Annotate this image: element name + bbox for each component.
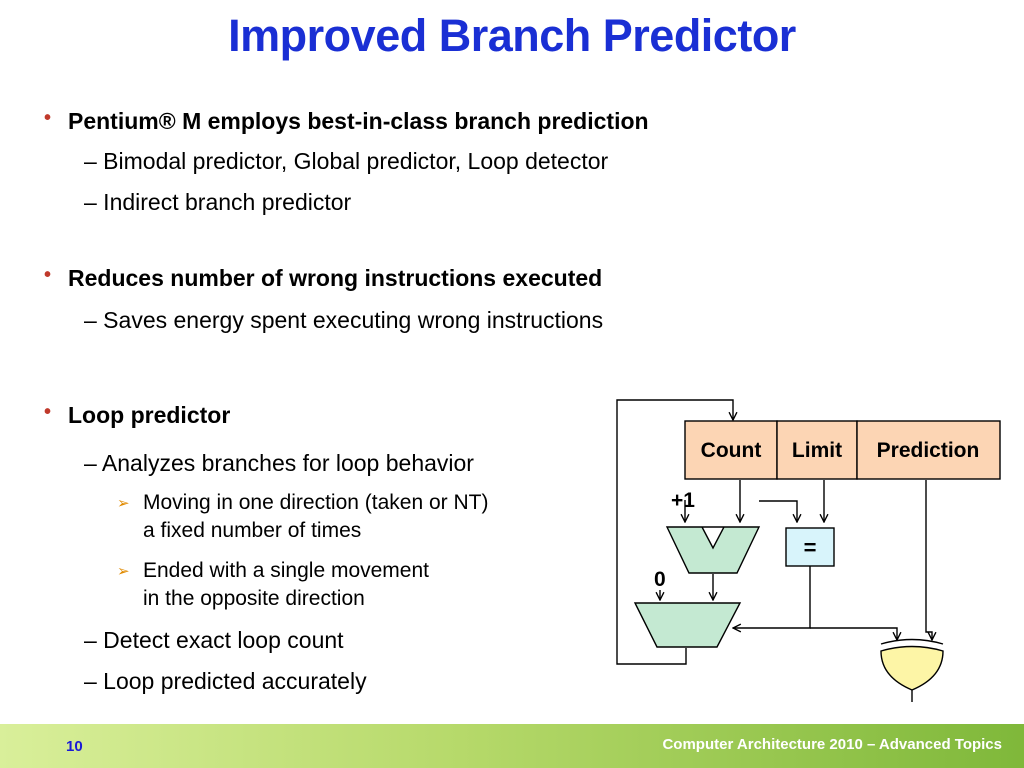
bullet-1: • Pentium® M employs best-in-class branc… [44,107,649,135]
bullet-1-text: Pentium® M employs best-in-class branch … [68,108,649,134]
course-title: Computer Architecture 2010 – Advanced To… [662,736,1002,753]
subsub-2-line-2: in the opposite direction [143,587,365,610]
bullet-3-subsub-2: ➢ Ended with a single movement in the op… [117,557,429,613]
comparator-block [785,527,835,567]
bullet-dot-icon: • [44,264,52,286]
field-count-label: Count [701,439,762,462]
page-number: 10 [66,738,83,755]
comparator-label: = [804,535,817,560]
bullet-1-sub-2: – Indirect branch predictor [84,189,352,215]
slide-title: Improved Branch Predictor [228,10,796,61]
register-prediction-field [856,420,1001,480]
bullet-2-sub-1: – Saves energy spent executing wrong ins… [84,307,604,333]
diagram-wires [616,399,932,702]
footer-bar: 10 Computer Architecture 2010 – Advanced… [0,724,1024,768]
plus-one-label: +1 [671,489,695,512]
bullet-3-sub-2: – Detect exact loop count [84,627,344,653]
loop-predictor-diagram: Count Limit Prediction = +1 0 [616,399,1001,702]
field-prediction-label: Prediction [877,439,980,462]
bullet-dot-icon: • [44,107,52,129]
register: Count Limit Prediction [684,420,1001,480]
bullet-3-sub-3: – Loop predicted accurately [84,668,367,694]
bullet-1-sub-1: – Bimodal predictor, Global predictor, L… [84,148,609,174]
bullet-3-sub-1: – Analyzes branches for loop behavior [84,450,474,476]
subsub-1-line-2: a fixed number of times [143,519,362,542]
chevron-right-icon: ➢ [117,563,130,580]
field-limit-label: Limit [792,439,842,462]
bullet-3-text: Loop predictor [68,402,231,428]
mux-block [633,602,742,648]
bullet-2: • Reduces number of wrong instructions e… [44,264,603,292]
chevron-right-icon: ➢ [117,495,130,512]
register-limit-field [776,420,858,480]
bullet-dot-icon: • [44,401,52,423]
subsub-1-line-1: Moving in one direction (taken or NT) [143,491,489,514]
bullet-3-subsub-1: ➢ Moving in one direction (taken or NT) … [117,489,489,545]
bullet-3: • Loop predictor [44,401,231,429]
register-count-field [684,420,778,480]
subsub-2-line-1: Ended with a single movement [143,559,429,582]
zero-label: 0 [654,568,666,591]
xor-gate [880,638,944,691]
bullet-2-text: Reduces number of wrong instructions exe… [68,265,603,291]
adder-block [665,526,761,574]
